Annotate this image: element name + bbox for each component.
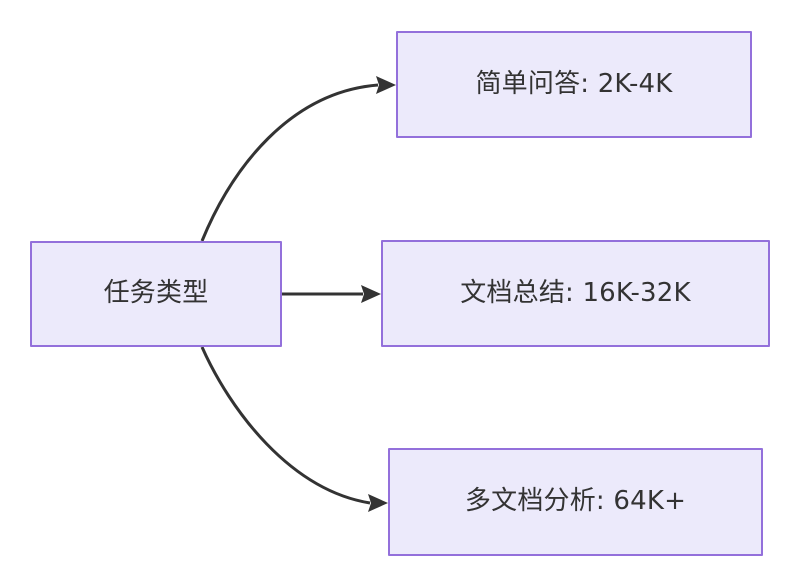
arrow-head-icon [361, 285, 381, 303]
arrow-head-icon [368, 494, 388, 512]
edge-root-to-doc-sum [282, 285, 381, 303]
edge-root-to-simple-qa [200, 76, 396, 242]
node-doc-sum-label: 文档总结: 16K-32K [460, 277, 691, 308]
edge-root-to-simple-qa-path [200, 83, 379, 242]
node-simple-qa-label: 简单问答: 2K-4K [475, 68, 673, 99]
arrow-head-icon [376, 76, 396, 94]
node-multi-doc[interactable]: 多文档分析: 64K+ [388, 448, 763, 556]
node-root[interactable]: 任务类型 [30, 241, 282, 347]
node-simple-qa[interactable]: 简单问答: 2K-4K [396, 31, 752, 138]
node-root-label: 任务类型 [103, 278, 209, 309]
edge-root-to-multi-doc-path [200, 346, 371, 505]
edge-root-to-multi-doc [200, 346, 388, 512]
node-multi-doc-label: 多文档分析: 64K+ [464, 486, 687, 517]
node-doc-sum[interactable]: 文档总结: 16K-32K [381, 240, 770, 347]
